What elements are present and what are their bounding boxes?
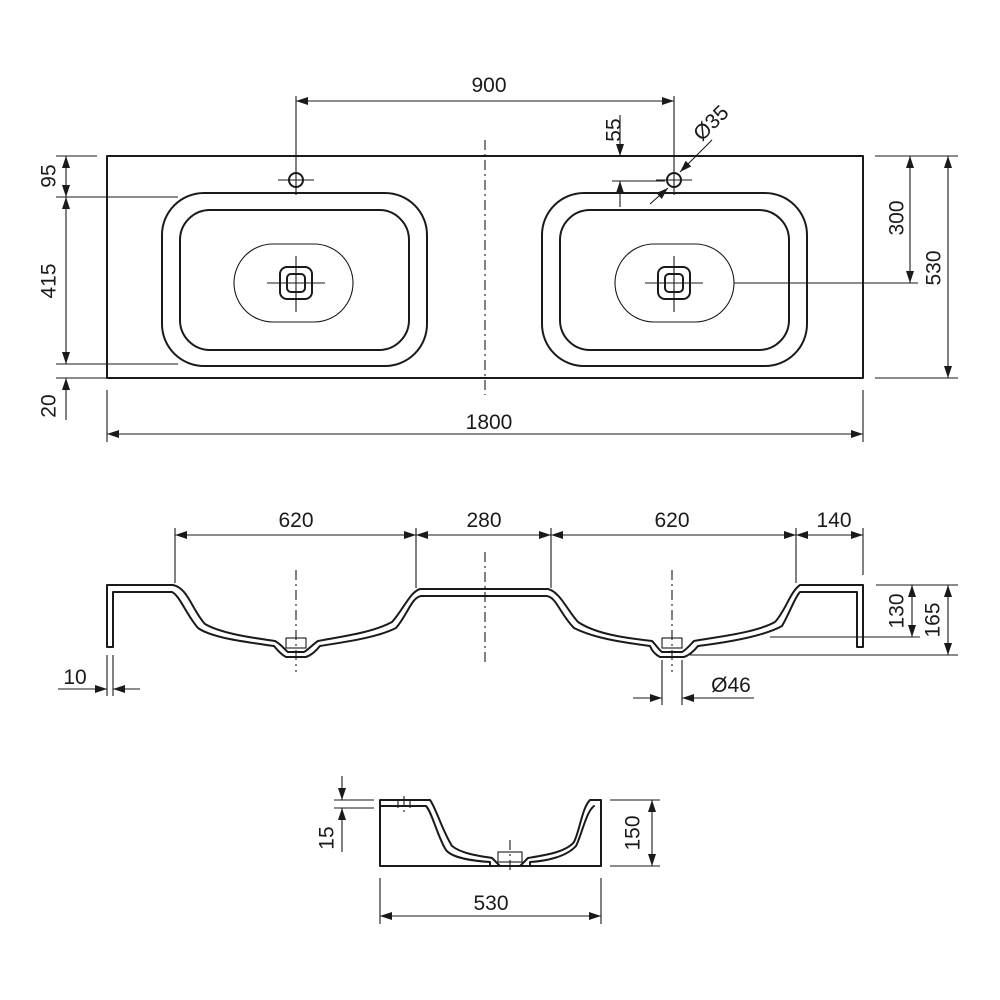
top-view: 900 55 Ø35 95 415 20 xyxy=(38,74,958,442)
front-section-outline xyxy=(106,584,864,658)
dim-total-height-label: 165 xyxy=(922,602,945,637)
left-bowl xyxy=(161,165,428,367)
dim-tap-spacing: 900 xyxy=(295,74,675,165)
right-bowl xyxy=(541,165,808,367)
dim-front-heights: 130 165 xyxy=(690,584,958,656)
side-section-outline xyxy=(379,799,602,867)
dim-side-depth-label: 530 xyxy=(473,892,508,915)
front-view: 620 280 620 140 10 Ø46 13 xyxy=(58,509,958,705)
dim-gap-label: 280 xyxy=(466,509,501,532)
dim-end-label: 140 xyxy=(816,509,851,532)
dim-total-width: 1800 xyxy=(106,390,864,442)
dim-drain: Ø46 xyxy=(633,660,754,705)
dim-bowl-height-label: 130 xyxy=(886,593,909,628)
dim-drain-position-label: 300 xyxy=(886,200,909,235)
dim-right-vertical: 300 530 xyxy=(734,155,958,379)
dim-wall-label: 10 xyxy=(63,666,86,689)
dim-bowl-left-label: 620 xyxy=(278,509,313,532)
dim-tap-offset: 55 xyxy=(603,115,665,207)
dim-drain-label: Ø46 xyxy=(711,674,751,697)
dim-bowl-length-label: 415 xyxy=(38,263,61,298)
dim-left-vertical: 95 415 20 xyxy=(38,155,178,420)
dim-side-height: 150 xyxy=(610,799,660,867)
dim-tap-hole-label: Ø35 xyxy=(689,101,733,145)
dim-top-margin-label: 95 xyxy=(38,164,61,187)
dim-total-width-label: 1800 xyxy=(466,411,513,434)
left-bowl-rim xyxy=(161,192,428,367)
dim-tap-offset-label: 55 xyxy=(603,118,626,141)
dim-tap-hole: Ø35 xyxy=(649,101,733,205)
dim-bowl-right-label: 620 xyxy=(654,509,689,532)
dim-depth-label: 530 xyxy=(923,250,946,285)
dim-front-chain: 620 280 620 140 xyxy=(174,509,864,588)
dim-side-height-label: 150 xyxy=(622,815,645,850)
side-view: 15 150 530 xyxy=(316,776,660,924)
left-bowl-inner xyxy=(179,209,410,351)
dim-front-margin-label: 20 xyxy=(38,394,61,417)
dim-wall: 10 xyxy=(58,655,140,696)
left-bowl-drain-area xyxy=(233,243,354,323)
right-bowl-inner xyxy=(559,209,790,351)
dim-rim: 15 xyxy=(316,776,374,852)
dim-rim-label: 15 xyxy=(316,826,339,849)
dim-tap-spacing-label: 900 xyxy=(471,74,506,97)
dim-side-depth: 530 xyxy=(379,878,602,924)
